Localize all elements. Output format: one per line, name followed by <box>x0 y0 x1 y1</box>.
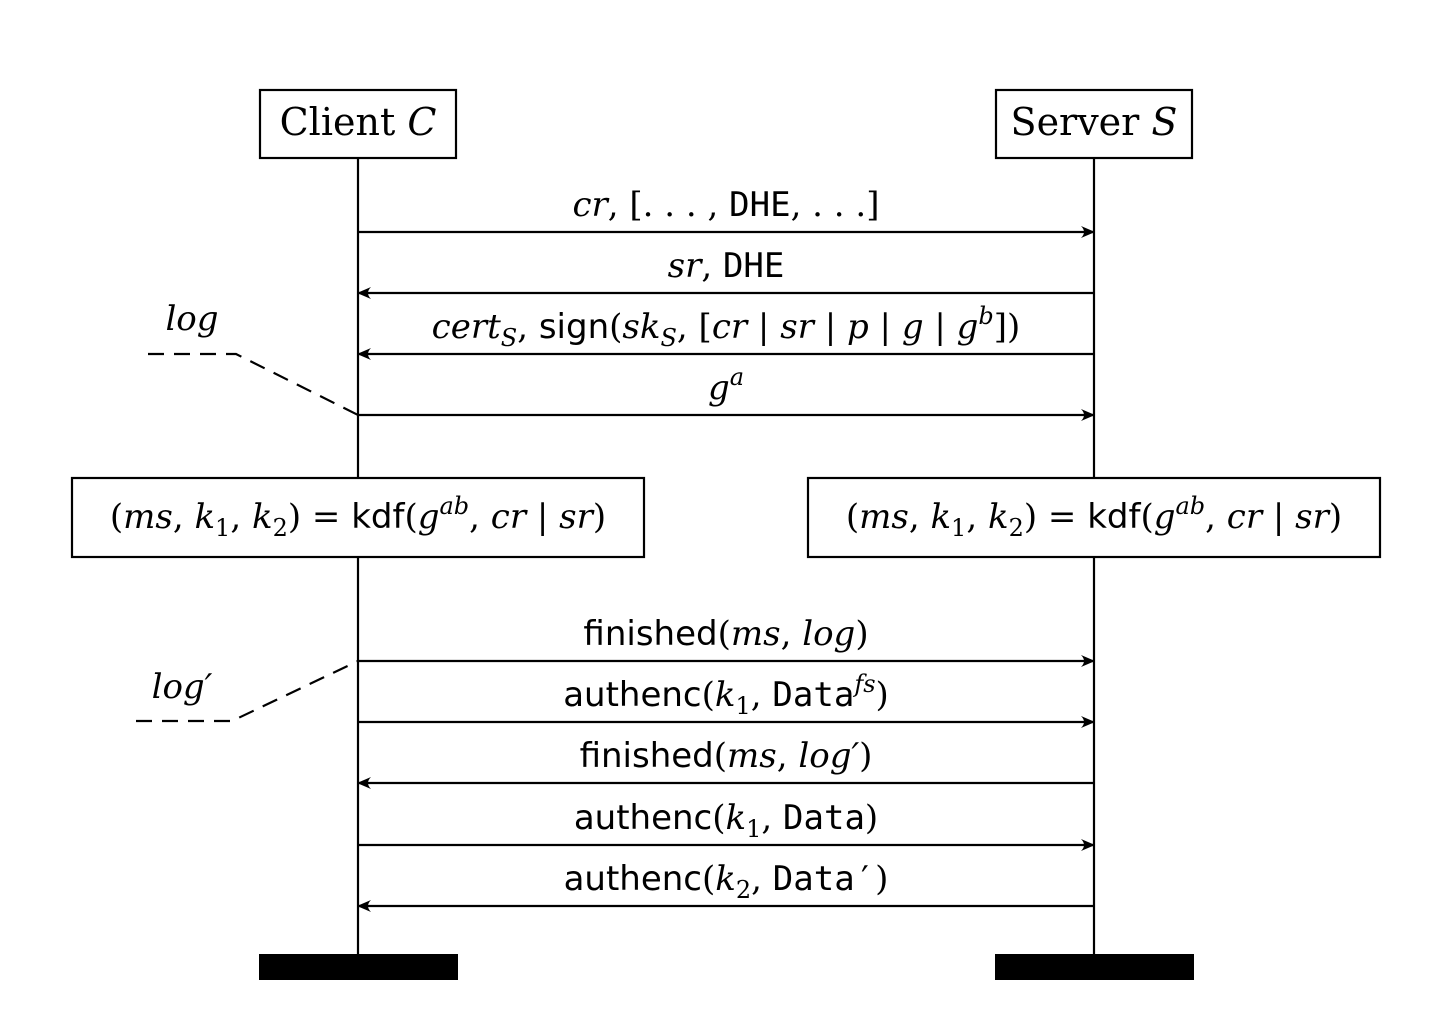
log-label: log <box>165 299 218 339</box>
message-label-m1: cr, [. . . , DHE, . . .] <box>573 185 880 225</box>
client-symbol: C <box>407 100 436 144</box>
client-terminator <box>259 954 458 980</box>
message-m3: certS, sign(skS, [cr | sr | p | g | gb]) <box>357 302 1094 360</box>
log-dashed-leader <box>148 352 359 416</box>
message-m5: finished(ms, log) <box>358 614 1095 667</box>
message-m2: sr, DHE <box>357 246 1094 299</box>
message-label-m5: finished(ms, log) <box>583 614 868 654</box>
message-m7: finished(ms, log′) <box>357 736 1094 789</box>
message-m6: authenc(k1, Datafs) <box>358 670 1095 728</box>
log-prime-dashed-leader <box>136 660 359 723</box>
message-m9: authenc(k2, Data′) <box>357 859 1094 912</box>
svg-text:Client C: Client C <box>280 100 437 144</box>
server-computation: (ms, k1, k2) = kdf(gab, cr | sr) <box>806 476 1382 559</box>
message-label-m4: ga <box>708 363 744 408</box>
svg-text:Server S: Server S <box>1011 100 1178 144</box>
client-computation-label: (ms, k1, k2) = kdf(gab, cr | sr) <box>110 492 606 542</box>
client-computation: (ms, k1, k2) = kdf(gab, cr | sr) <box>70 476 646 559</box>
log-annotation: log <box>148 299 359 416</box>
server-computation-label: (ms, k1, k2) = kdf(gab, cr | sr) <box>846 492 1342 542</box>
message-label-m2: sr, DHE <box>668 246 785 286</box>
message-label-m6: authenc(k1, Datafs) <box>563 670 889 720</box>
message-label-m9: authenc(k2, Data′) <box>564 859 889 904</box>
message-m1: cr, [. . . , DHE, . . .] <box>358 185 1095 238</box>
log-prime-label: log′ <box>152 667 213 707</box>
client-participant: Client C <box>258 88 458 160</box>
message-label-m7: finished(ms, log′) <box>580 736 873 776</box>
message-m8: authenc(k1, Data) <box>358 798 1095 851</box>
server-terminator <box>995 954 1194 980</box>
message-label-m8: authenc(k1, Data) <box>574 798 878 843</box>
server-label: Server <box>1011 100 1152 144</box>
server-participant: Server S <box>994 88 1194 160</box>
message-m4: ga <box>358 363 1095 421</box>
message-label-m3: certS, sign(skS, [cr | sr | p | g | gb]) <box>432 302 1021 352</box>
log-prime-annotation: log′ <box>136 660 359 723</box>
server-symbol: S <box>1151 100 1177 144</box>
client-label: Client <box>280 100 408 144</box>
